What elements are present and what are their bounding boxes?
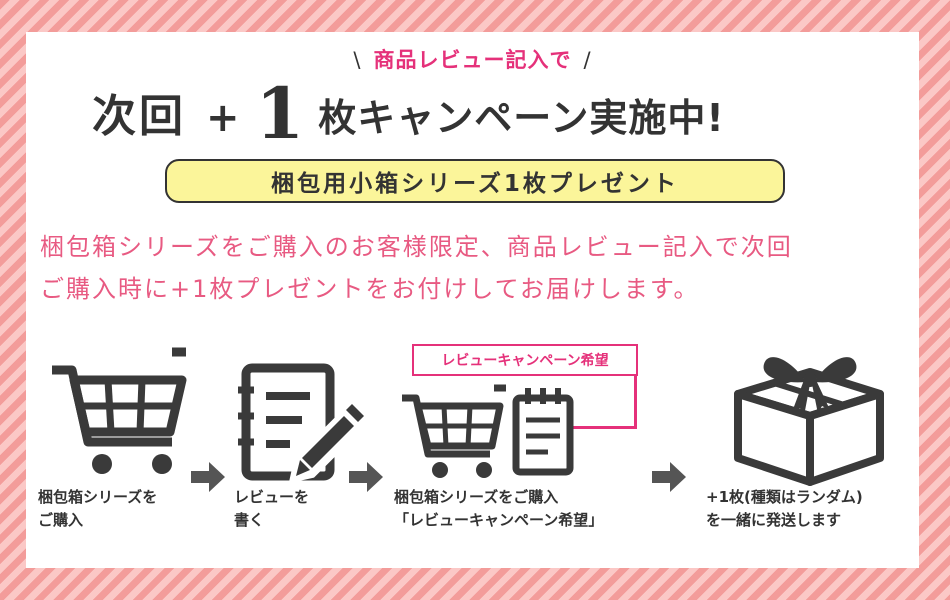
badge-connector-horizontal bbox=[568, 426, 637, 429]
arrow-right-icon bbox=[349, 462, 383, 492]
sub-header-text: 商品レビュー記入で bbox=[373, 48, 572, 72]
arrow-right-icon bbox=[191, 462, 225, 492]
headline-number: 1 bbox=[255, 72, 305, 155]
step3-line2: 「レビューキャンペーン希望」 bbox=[394, 511, 604, 529]
step1-caption: 梱包箱シリーズを ご購入 bbox=[38, 486, 157, 532]
step2-line1: レビューを bbox=[234, 488, 310, 506]
shopping-cart-icon bbox=[52, 347, 187, 474]
step3-caption: 梱包箱シリーズをご購入 「レビューキャンペーン希望」 bbox=[394, 486, 603, 532]
badge-connector-vertical bbox=[634, 376, 637, 428]
description: 梱包箱シリーズをご購入のお客様限定、商品レビュー記入で次回 ご購入時に+1枚プレ… bbox=[40, 226, 910, 310]
description-line1: 梱包箱シリーズをご購入のお客様限定、商品レビュー記入で次回 bbox=[40, 233, 793, 261]
step3-line1: 梱包箱シリーズをご購入 bbox=[394, 488, 559, 506]
sub-header-right-mark: / bbox=[583, 48, 592, 72]
headline: 次回 + 1 枚キャンペーン実施中! bbox=[92, 72, 725, 155]
headline-plus: + bbox=[206, 95, 240, 141]
step4-caption: +1枚(種類はランダム) を一緒に発送します bbox=[706, 486, 863, 532]
step4-line1: +1枚(種類はランダム) bbox=[706, 488, 863, 506]
step2-line2: 書く bbox=[234, 511, 265, 529]
sub-header: \ 商品レビュー記入で / bbox=[26, 44, 919, 74]
gift-box-icon bbox=[734, 357, 884, 486]
present-pill: 梱包用小箱シリーズ1枚プレゼント bbox=[165, 159, 785, 203]
campaign-request-badge-text: レビューキャンペーン希望 bbox=[441, 353, 609, 369]
step1-line1: 梱包箱シリーズを bbox=[38, 488, 158, 506]
step4-line2: を一緒に発送します bbox=[706, 511, 842, 529]
cart-memo-icon bbox=[402, 384, 574, 478]
present-pill-text: 梱包用小箱シリーズ1枚プレゼント bbox=[271, 171, 679, 197]
arrow-right-icon bbox=[652, 462, 686, 492]
headline-part1: 次回 bbox=[92, 91, 186, 142]
step2-caption: レビューを 書く bbox=[234, 486, 309, 532]
description-line2: ご購入時に+1枚プレゼントをお付けしてお届けします。 bbox=[40, 275, 700, 303]
headline-part2: 枚キャンペーン実施中! bbox=[318, 96, 725, 140]
notepad-pencil-icon bbox=[238, 363, 366, 484]
campaign-request-badge: レビューキャンペーン希望 bbox=[412, 344, 638, 376]
sub-header-left-mark: \ bbox=[353, 48, 362, 72]
step1-line2: ご購入 bbox=[38, 511, 84, 529]
campaign-card: \ 商品レビュー記入で / 次回 + 1 枚キャンペーン実施中! 梱包用小箱シリーズ… bbox=[26, 32, 919, 568]
